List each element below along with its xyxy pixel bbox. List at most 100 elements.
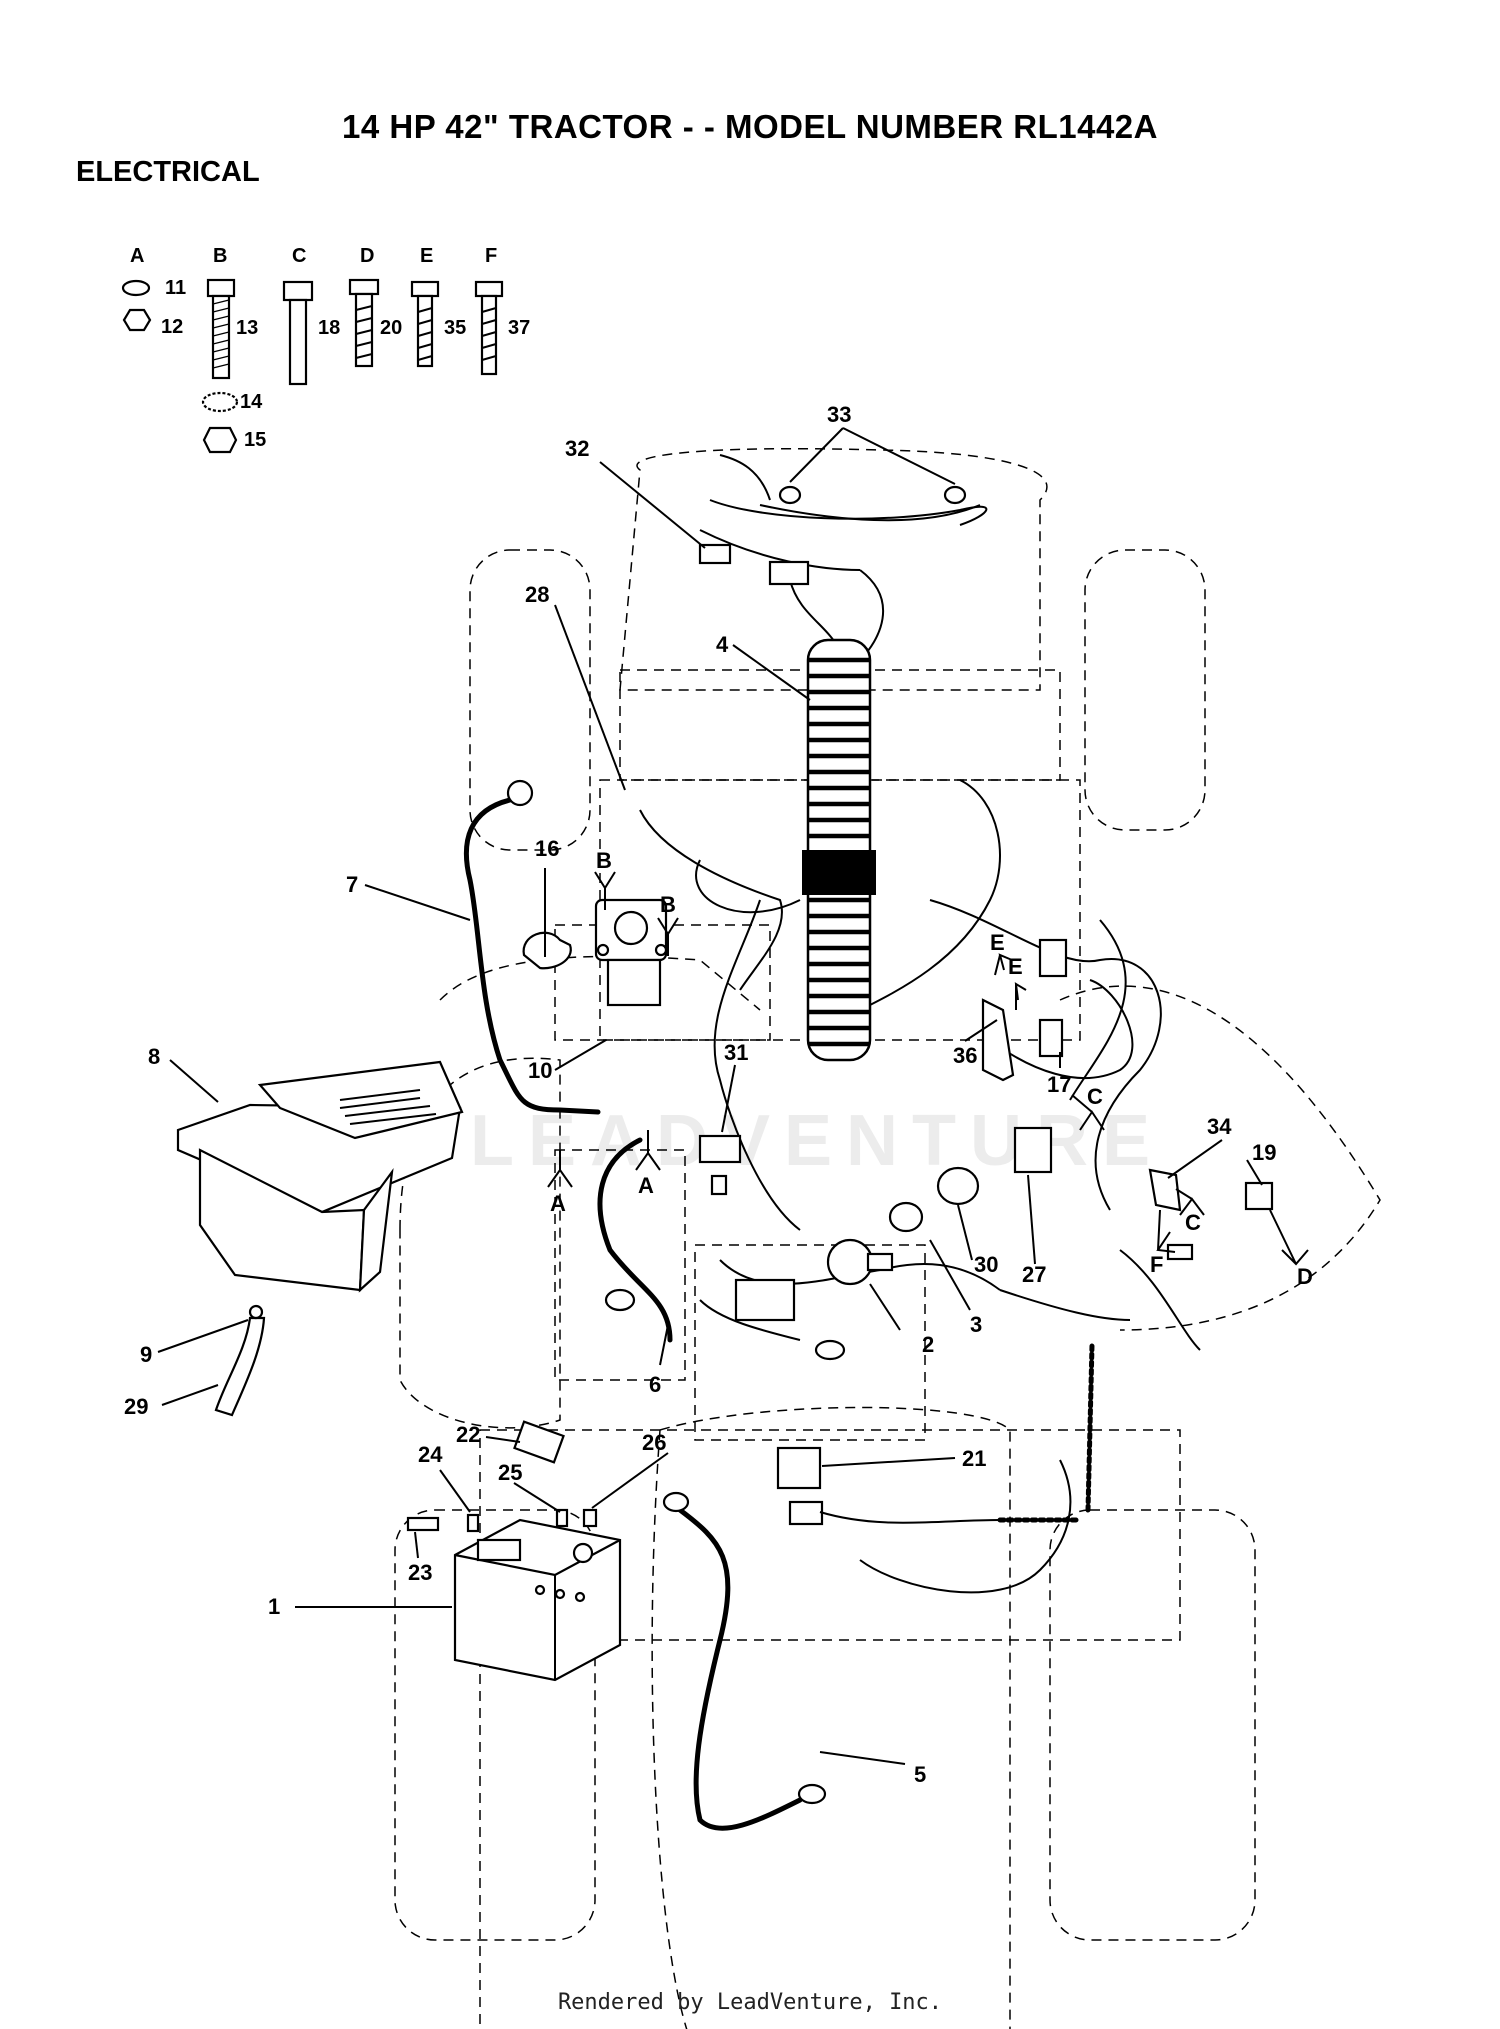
connector-17-top-icon: [1038, 938, 1068, 978]
seat-switch-21-icon: [776, 1446, 822, 1490]
lock-nut-icon: [202, 426, 238, 454]
cable-5-top-terminal-icon: [662, 1491, 690, 1513]
hardware-ref-letters: B B A A C C D E E F: [550, 848, 1313, 1289]
switch-17-icon: [1038, 1018, 1064, 1058]
hardware-ref-markers: [547, 871, 1309, 1266]
bolt-head-icon: [206, 278, 236, 298]
callout-26: 26: [642, 1430, 666, 1455]
callout-23: 23: [408, 1560, 432, 1585]
callout-25: 25: [498, 1460, 522, 1485]
seat-area-outline: [554, 1149, 686, 1381]
nut-24-icon: [466, 1513, 480, 1533]
ref-c-1: C: [1087, 1084, 1103, 1109]
fender-right-outline: [1059, 985, 1381, 1331]
callout-27: 27: [1022, 1262, 1046, 1287]
cable-6: [597, 1137, 673, 1343]
console-outline: [694, 1244, 926, 1441]
front-right-wheel-outline: [1084, 549, 1206, 831]
part-no-11: 11: [165, 277, 186, 299]
bulb-left-icon: [778, 485, 802, 505]
screw-d-head-icon: [348, 278, 380, 296]
callout-32: 32: [565, 436, 589, 461]
footer-credit: Rendered by LeadVenture, Inc.: [557, 1990, 943, 2015]
cable-5: [677, 1507, 803, 1831]
screw-e-shank-icon: [416, 294, 434, 368]
ref-d-1: D: [1297, 1264, 1313, 1289]
key-letter-c: C: [292, 245, 306, 267]
part-no-20: 20: [380, 317, 402, 339]
hex-nut-icon: [122, 308, 152, 332]
fitting-9-icon: [248, 1304, 264, 1320]
callout-9: 9: [140, 1342, 152, 1367]
callout-1: 1: [268, 1594, 280, 1619]
terminal-cover-22-icon: [513, 1420, 565, 1464]
part-no-12: 12: [161, 316, 183, 338]
callout-29: 29: [124, 1394, 148, 1419]
part-no-35: 35: [444, 317, 466, 339]
rear-frame-outline: [479, 1429, 1181, 1641]
callout-34: 34: [1207, 1114, 1232, 1139]
key-letter-e: E: [420, 245, 433, 267]
ignition-switch-2: [826, 1238, 894, 1286]
ref-b-2: B: [660, 892, 676, 917]
callout-8: 8: [148, 1044, 160, 1069]
callout-3: 3: [970, 1312, 982, 1337]
rear-right-wheel-outline: [1049, 1509, 1256, 1941]
key-letter-a: A: [130, 245, 144, 267]
key-letter-b: B: [213, 245, 227, 267]
seat-outline-left: [651, 1429, 688, 2029]
seat-outline-top: [659, 1406, 1011, 2029]
cable-7-terminal-icon: [506, 779, 534, 807]
starter-solenoid: [594, 898, 668, 1007]
callout-10: 10: [528, 1058, 552, 1083]
ref-a-2: A: [638, 1173, 654, 1198]
terminal-boot-16: [522, 931, 572, 970]
switch-31-icon: [698, 1134, 742, 1164]
bezel-30-icon: [936, 1166, 980, 1206]
callout-numbers: 1 2 3 4 5 6 7 8 9 10 16 17 19 21 22 23 2…: [124, 402, 1276, 1787]
bracket-36-icon: [981, 998, 1015, 1082]
switch-19-icon: [1244, 1181, 1274, 1211]
page-title: 14 HP 42" TRACTOR - - MODEL NUMBER RL144…: [342, 108, 1158, 145]
part-no-13: 13: [236, 317, 258, 339]
hardware-key: A B C D E F 11 12 13 14 15 18: [121, 245, 530, 454]
section-heading: ELECTRICAL: [76, 156, 260, 188]
dash-panel-outline: [554, 924, 771, 1041]
callout-4: 4: [716, 632, 729, 657]
cable-6-terminal-icon: [604, 1288, 636, 1312]
callout-16: 16: [535, 836, 559, 861]
battery-cover-icon: [476, 1538, 522, 1562]
headlight-harness: [698, 454, 981, 586]
key-letter-f: F: [485, 245, 497, 267]
callout-22: 22: [456, 1422, 480, 1447]
callout-19: 19: [1252, 1140, 1276, 1165]
switch-31-terminal-icon: [710, 1174, 728, 1196]
part-no-37: 37: [508, 317, 530, 339]
callout-28: 28: [525, 582, 549, 607]
callout-17: 17: [1047, 1072, 1071, 1097]
battery-1: [453, 1518, 622, 1682]
bracket-34-icon: [1148, 1168, 1182, 1212]
connector-21-icon: [788, 1500, 824, 1526]
cable-5-bottom-terminal-icon: [797, 1783, 827, 1805]
hex-bolt-head-icon: [282, 280, 314, 302]
rear-left-wheel-outline: [394, 1509, 596, 1941]
relay-27-icon: [1013, 1126, 1053, 1174]
callout-33: 33: [827, 402, 851, 427]
ref-f-1: F: [1150, 1252, 1163, 1277]
callout-2: 2: [922, 1332, 934, 1357]
leader-lines: [157, 427, 1263, 1765]
ref-b-1: B: [596, 848, 612, 873]
connector-2-icon: [734, 1278, 796, 1322]
ref-e-2: E: [1008, 954, 1023, 979]
battery-tray-8: [176, 1060, 464, 1293]
star-washer-icon: [201, 391, 239, 413]
bolt-23-icon: [406, 1516, 440, 1532]
connector-4-top-icon: [768, 560, 810, 586]
callout-7: 7: [346, 872, 358, 897]
bulb-right-icon: [943, 485, 967, 505]
screw-f-head-icon: [474, 280, 504, 298]
callout-21: 21: [962, 1446, 986, 1471]
part-no-14: 14: [240, 391, 263, 413]
